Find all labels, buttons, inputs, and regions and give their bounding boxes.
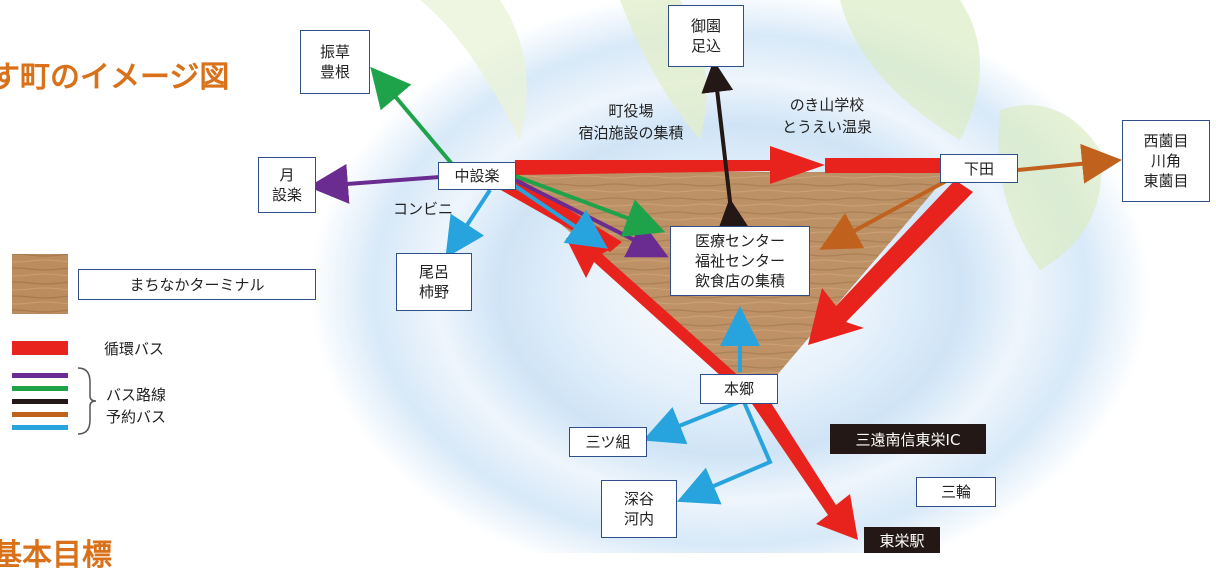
legend-wood-swatch — [12, 254, 68, 314]
node-fukaya-kochi: 深谷 河内 — [601, 480, 677, 538]
route-purple-tsuki — [308, 163, 441, 204]
node-tsuki-shitara: 月 設楽 — [258, 157, 316, 213]
label-convenience: コンビニ — [392, 200, 453, 218]
legend-terminal-label: まちなかターミナル — [78, 269, 316, 300]
route-cyan-fukaya — [676, 401, 773, 505]
node-o-kakino: 尾呂 柿野 — [396, 253, 472, 311]
legend-loop-bus-label: 循環バス — [104, 340, 165, 358]
legend-red-swatch — [12, 341, 68, 355]
legend-bus-routes-label: バス路線 予約バス — [106, 386, 167, 426]
node-mitsugumi: 三ツ組 — [569, 427, 647, 457]
loop-bus-route — [492, 146, 973, 540]
leaf-decoration — [998, 105, 1102, 270]
legend-brown-swatch — [12, 412, 68, 417]
route-cyan-oro — [445, 188, 492, 259]
node-ic: 三遠南信東栄IC — [830, 424, 986, 454]
node-shimoda: 下田 — [940, 154, 1018, 183]
node-toei-station: 東栄駅 — [864, 527, 940, 553]
route-green-shinkusa — [370, 66, 454, 166]
legend-purple-swatch — [12, 373, 68, 378]
node-nishisonome: 西薗目 川角 東薗目 — [1122, 120, 1210, 202]
legend-black-swatch — [12, 399, 68, 404]
leaf-decoration — [840, 0, 980, 140]
node-naka-shitara: 中設楽 — [438, 162, 516, 190]
legend-brace — [77, 367, 97, 435]
legend-cyan-swatch — [12, 425, 68, 430]
route-cyan-center — [513, 184, 608, 249]
node-gion-ashikomi: 御園 足込 — [668, 5, 744, 67]
section-heading: 基本目標 — [0, 538, 112, 573]
route-brown-nishisonome — [1017, 143, 1122, 184]
route-black-gion — [701, 60, 750, 232]
legend-green-swatch — [12, 386, 68, 391]
route-brown-center — [819, 178, 949, 250]
node-center-facilities: 医療センター 福祉センター 飲食店の集積 — [670, 226, 810, 296]
leaf-decoration — [420, 0, 527, 140]
label-school-onsen: のき山学校 とうえい温泉 — [781, 96, 872, 136]
route-cyan-mitsugumi — [642, 398, 745, 445]
node-shinkusa-toyone: 振草 豊根 — [300, 30, 370, 94]
route-green-center — [514, 174, 666, 237]
node-misawa: 三輪 — [916, 477, 996, 507]
label-town-hall: 町役場 宿泊施設の集積 — [578, 102, 684, 142]
node-hongo: 本郷 — [700, 374, 778, 404]
page-heading: す町のイメージ図 — [0, 60, 230, 95]
